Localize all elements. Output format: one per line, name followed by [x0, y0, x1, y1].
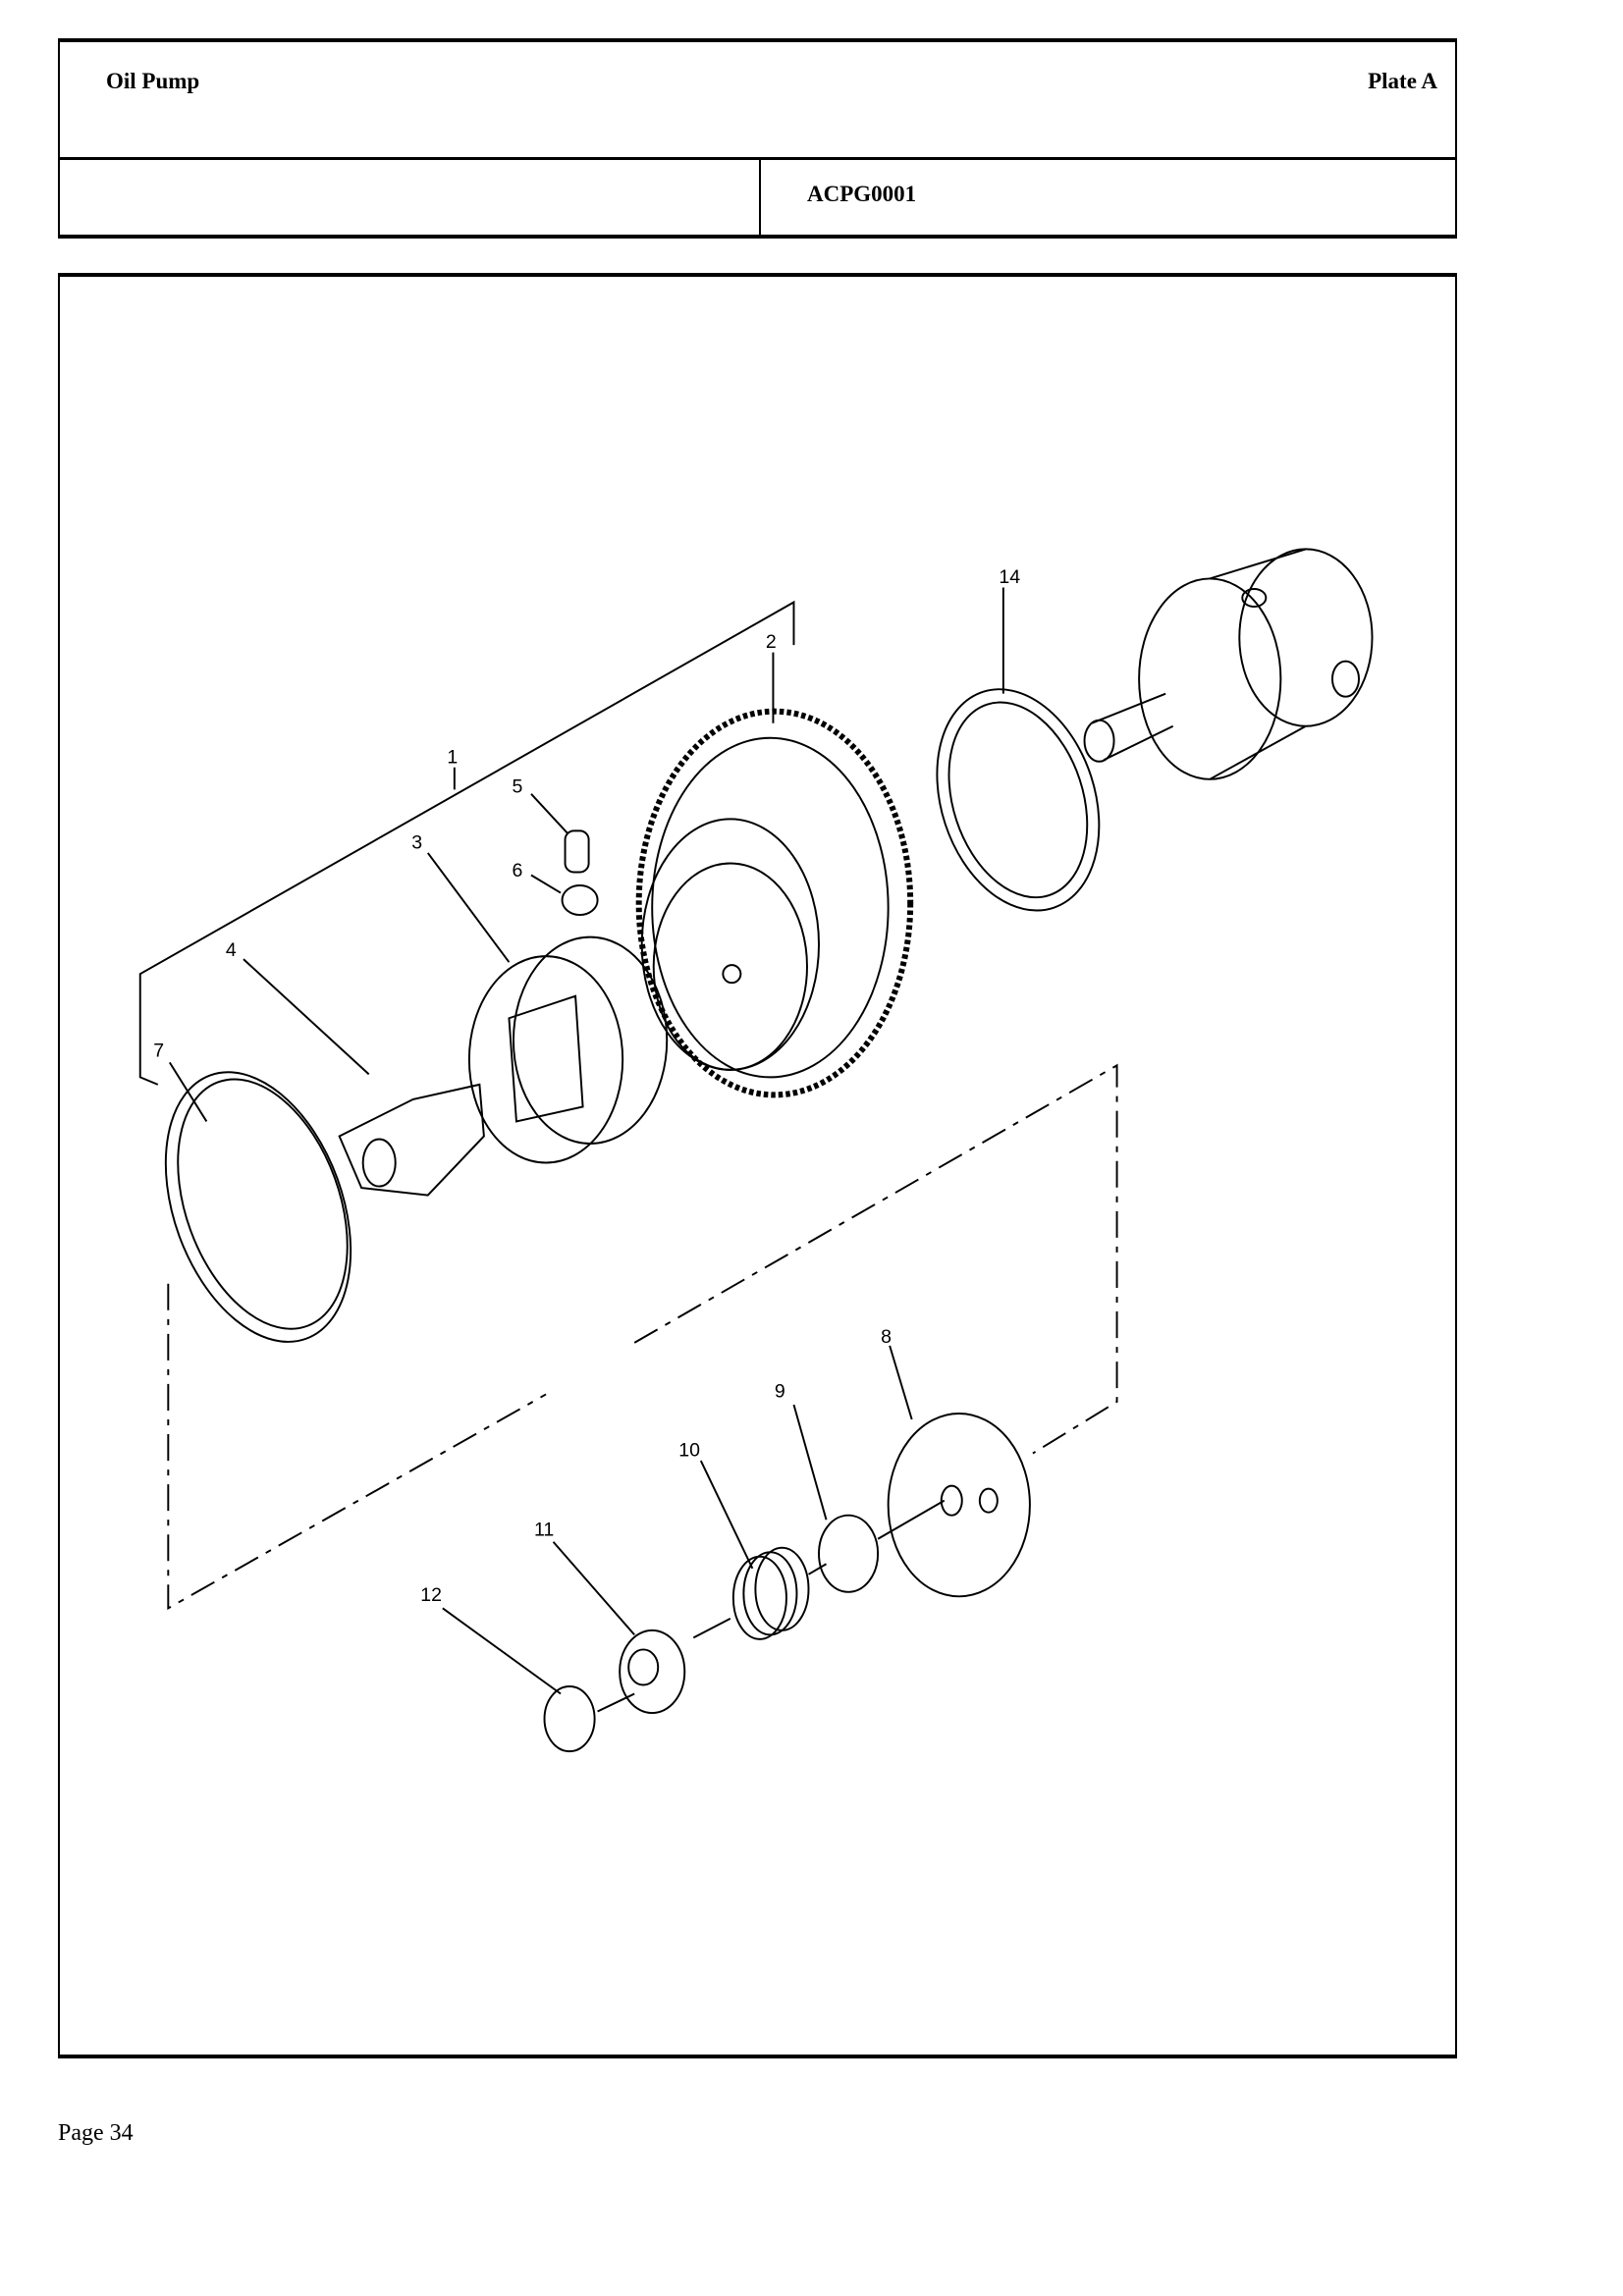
group-bracket: [138, 600, 795, 1086]
callout-7: 7: [153, 1040, 164, 1061]
leader-lines: [168, 587, 1004, 1695]
page-number: Page 34: [58, 2120, 134, 2146]
ring-part-14: [936, 688, 1101, 912]
callout-5: 5: [512, 775, 522, 797]
cup-part-11: [619, 1629, 686, 1715]
callout-12: 12: [420, 1584, 442, 1606]
rotor-part-3: [467, 935, 669, 1164]
callout-14: 14: [999, 566, 1020, 588]
callout-10: 10: [678, 1440, 700, 1462]
callout-3: 3: [411, 831, 422, 853]
ring-part-7: [164, 1071, 352, 1343]
callout-11: 11: [534, 1520, 554, 1541]
shaft-housing: [1083, 548, 1374, 780]
title-row: [60, 42, 1455, 160]
callout-8: 8: [881, 1326, 892, 1348]
plate-part-8: [887, 1413, 1031, 1598]
document-title: Oil Pump: [106, 69, 200, 93]
callout-1: 1: [447, 746, 458, 768]
circlip-part-12: [543, 1685, 596, 1753]
gear-part-2: [635, 708, 914, 1098]
title-block: Oil Pump Plate A ACPG0001: [58, 38, 1457, 239]
illustration-frame: [58, 273, 1457, 2058]
pin-part-5: [564, 829, 590, 874]
callout-2: 2: [766, 631, 777, 653]
callout-9: 9: [775, 1380, 785, 1402]
figure-code: ACPG0001: [807, 182, 917, 206]
plate-label: Plate A: [1368, 69, 1437, 93]
callout-6: 6: [512, 860, 522, 881]
inner-rotor-part-4: [338, 1083, 485, 1197]
dashed-group-outline: [167, 1063, 1118, 1611]
title-divider: [759, 157, 761, 239]
washer-part-9: [818, 1514, 880, 1593]
bush-part-6: [561, 884, 599, 917]
spring-part-10: [731, 1546, 810, 1640]
callout-4: 4: [226, 939, 237, 961]
